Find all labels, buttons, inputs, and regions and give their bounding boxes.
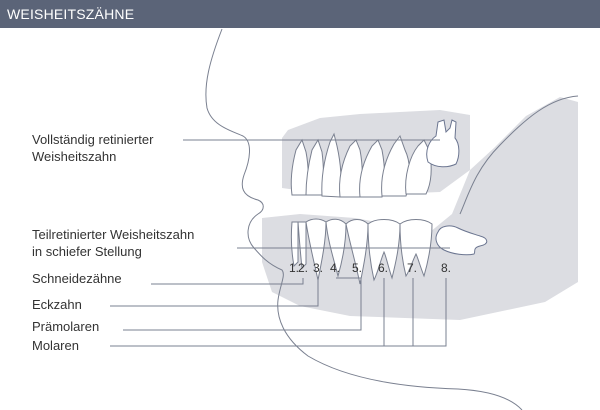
label-canine: Eckzahn (32, 297, 82, 312)
header-bar: WEISHEITSZÄHNE (0, 0, 600, 28)
label-molars: Molaren (32, 338, 79, 353)
tooth-number-2: 2. (298, 261, 308, 275)
label-impacted-line2: Weisheitszahn (32, 149, 117, 164)
lower-teeth (290, 218, 433, 285)
face-outline (205, 28, 523, 410)
tooth-number-5: 5. (352, 261, 362, 275)
upper-impacted-wisdom-tooth (426, 119, 460, 168)
leader-canine (110, 278, 319, 307)
tooth-number-6: 6. (378, 261, 388, 275)
tooth-number-1: 1. (289, 261, 299, 275)
label-partial-line2: in schiefer Stellung (32, 244, 142, 259)
leader-molars (110, 278, 447, 347)
label-premolars: Prämolaren (32, 319, 100, 334)
tooth-number-7: 7. (407, 261, 417, 275)
label-partial-wisdom-tooth: Teilretinierter Weisheitszahn in schiefe… (32, 226, 194, 260)
leader-lines (110, 139, 450, 347)
leader-premolars (123, 277, 362, 331)
label-partial-line1: Teilretinierter Weisheitszahn (32, 227, 195, 242)
upper-teeth (290, 132, 432, 198)
label-incisors: Schneidezähne (32, 271, 122, 286)
tooth-number-8: 8. (441, 261, 451, 275)
label-impacted-wisdom-tooth: Vollständig retinierter Weisheitszahn (32, 131, 153, 165)
label-impacted-line1: Vollständig retinierter (32, 132, 154, 147)
jaw-back-outline (459, 95, 579, 215)
tooth-number-4: 4. (330, 261, 340, 275)
header-title: WEISHEITSZÄHNE (7, 6, 135, 22)
leader-incisors (151, 278, 304, 285)
tooth-number-3: 3. (313, 261, 323, 275)
